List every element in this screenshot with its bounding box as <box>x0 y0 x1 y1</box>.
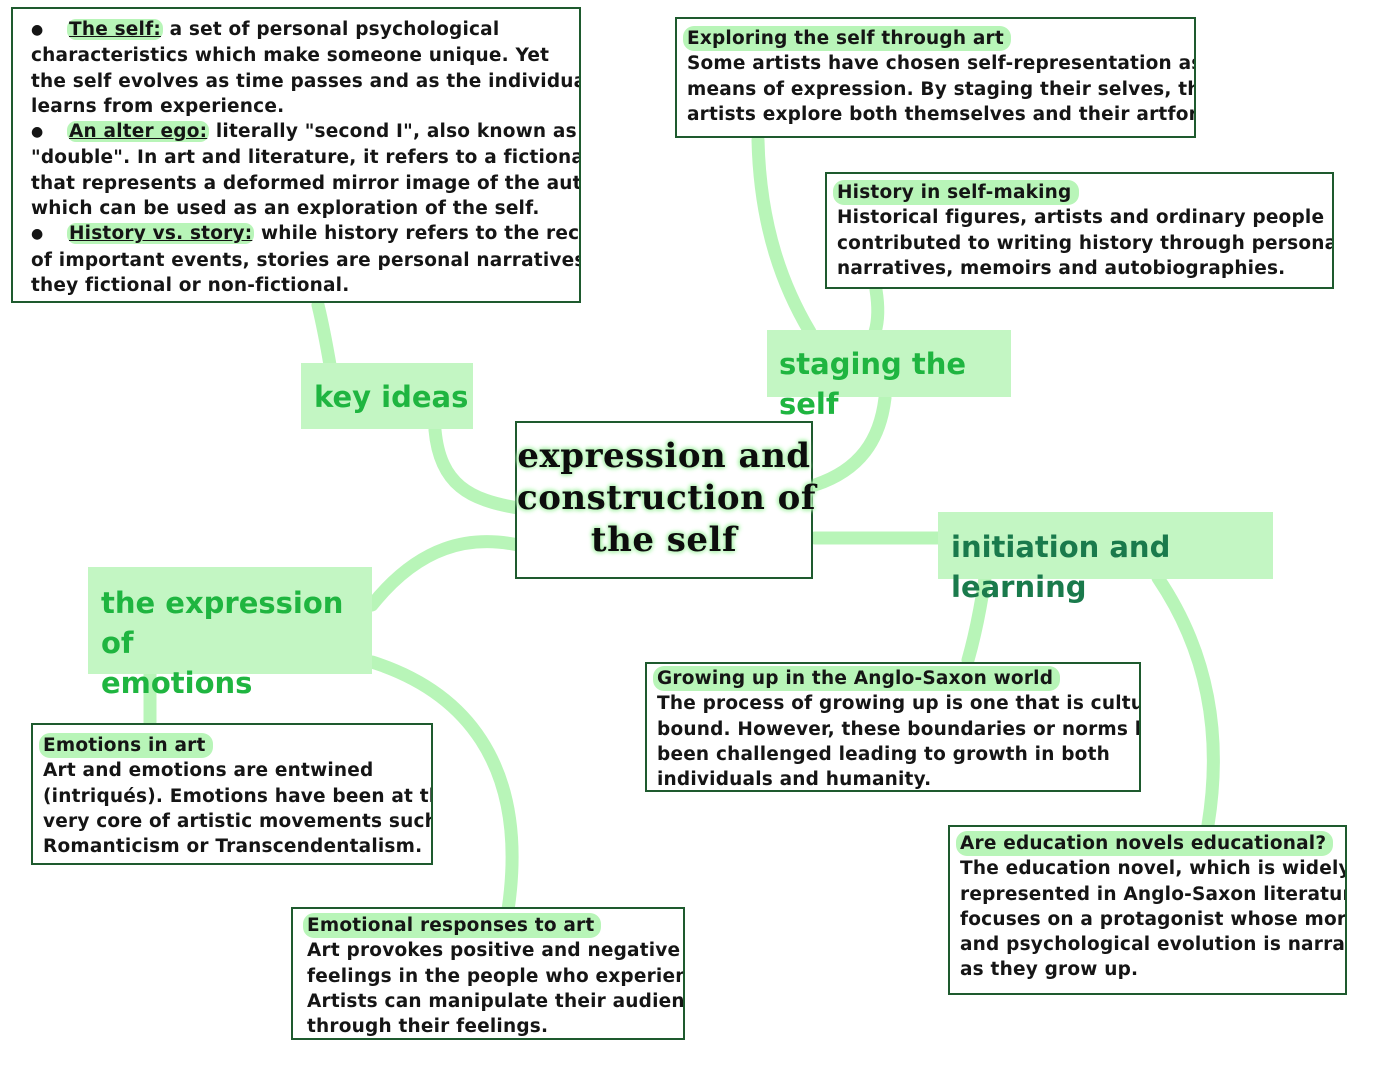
connector-emotions-to-responses <box>365 655 519 917</box>
key-idea-line: "double". In art and literature, it refe… <box>31 147 579 169</box>
term-history-vs-story: History vs. story: <box>67 223 255 245</box>
connector-initiation-to-education <box>1151 571 1220 832</box>
box-title: Are education novels educational? <box>956 831 1334 857</box>
term-alter-ego: An alter ego: <box>67 121 210 143</box>
box-line: bound. However, these boundaries or norm… <box>657 718 1141 740</box>
box-line: means of expression. By staging their se… <box>687 78 1196 100</box>
key-idea-history-first-line: ● History vs. story: while history refers… <box>31 221 579 247</box>
connector-center-to-keyideas <box>428 423 525 515</box>
branch-staging-the-self: staging the self <box>767 330 1011 421</box>
box-line: very core of artistic movements such as <box>43 810 433 832</box>
box-line: and psychological evolution is narrated <box>960 934 1347 956</box>
central-topic-line: construction of <box>517 478 816 518</box>
box-line: individuals and humanity. <box>657 769 932 791</box>
education-novels-box: Are education novels educational? The ed… <box>948 825 1347 995</box>
key-ideas-box: ● The self: a set of personal psychologic… <box>11 7 581 303</box>
central-topic-line: the self <box>590 520 738 560</box>
key-idea-alter-ego-first-line: ● An alter ego: literally "second I", als… <box>31 119 579 145</box>
exploring-self-box: Exploring the self through art Some arti… <box>675 17 1196 138</box>
connector-keyideas-to-box <box>311 298 337 372</box>
bullet-icon: ● <box>31 124 44 141</box>
growing-up-box: Growing up in the Anglo-Saxon world The … <box>645 662 1141 792</box>
box-line: The education novel, which is widely <box>960 858 1347 880</box>
key-idea-self-first-line: ● The self: a set of personal psychologic… <box>31 17 579 43</box>
box-line: Romanticism or Transcendentalism. <box>43 836 423 858</box>
branch-key-ideas: key ideas <box>301 363 473 429</box>
box-line: Historical figures, artists and ordinary… <box>837 207 1334 229</box>
connector-initiation-to-growing <box>961 571 992 667</box>
branch-initiation-and-learning: initiation and learning <box>938 512 1273 604</box>
box-line: artists explore both themselves and thei… <box>687 103 1196 125</box>
central-topic: expression and construction of the self <box>515 421 816 579</box>
box-line: through their feelings. <box>307 1016 549 1038</box>
box-line: as they grow up. <box>960 959 1139 981</box>
box-line: (intriqués). Emotions have been at the <box>43 785 433 807</box>
key-idea-line: which can be used as an exploration of t… <box>31 198 540 220</box>
box-line: feelings in the people who experience it… <box>307 965 683 987</box>
emotional-responses-box: Emotional responses to art Art provokes … <box>291 907 685 1040</box>
key-idea-line: they fictional or non-fictional. <box>31 274 350 296</box>
branch-label: staging the self <box>779 347 967 421</box>
key-idea-line: the self evolves as time passes and as t… <box>31 70 581 92</box>
box-line: Art provokes positive and negative <box>307 940 681 962</box>
key-idea-line: learns from experience. <box>31 95 285 117</box>
branch-label: key ideas <box>314 380 469 414</box>
connector-staging-to-center <box>808 391 892 492</box>
branch-expression-of-emotions: the expression of emotions <box>88 567 372 700</box>
bullet-icon: ● <box>31 226 44 243</box>
key-idea-text: a set of personal psychological <box>162 19 500 40</box>
box-line: Some artists have chosen self-representa… <box>687 53 1196 75</box>
connector-history-to-staging <box>868 283 885 339</box>
box-line: Art and emotions are entwined <box>43 760 374 782</box>
key-idea-line: that represents a deformed mirror image … <box>31 172 581 194</box>
box-title: Growing up in the Anglo-Saxon world <box>653 666 1061 692</box>
branch-label: initiation and learning <box>951 530 1171 604</box>
term-the-self: The self: <box>67 19 163 40</box>
box-line: narratives, memoirs and autobiographies. <box>837 257 1286 279</box>
box-title: Emotional responses to art <box>303 913 602 939</box>
box-title: Emotions in art <box>39 733 213 759</box>
central-topic-title: expression and construction of the self <box>517 435 816 561</box>
box-title: History in self-making <box>833 180 1079 206</box>
key-idea-line: characteristics which make someone uniqu… <box>31 45 550 67</box>
connector-exploring-to-staging <box>751 133 817 339</box>
branch-label: the expression of <box>101 586 344 660</box>
box-title: Exploring the self through art <box>683 26 1011 52</box>
central-topic-line: expression and <box>517 436 811 476</box>
emotions-in-art-box: Emotions in art Art and emotions are ent… <box>31 723 433 865</box>
connector-center-to-emotions <box>365 535 525 612</box>
key-idea-line: of important events, stories are persona… <box>31 249 581 271</box>
box-line: Artists can manipulate their audience, <box>307 990 685 1012</box>
bullet-icon: ● <box>31 22 44 38</box>
box-line: represented in Anglo-Saxon literature, <box>960 883 1347 905</box>
branch-label: emotions <box>101 666 253 700</box>
history-self-making-box: History in self-making Historical figure… <box>825 172 1334 289</box>
box-line: The process of growing up is one that is… <box>657 693 1141 715</box>
box-line: focuses on a protagonist whose moral <box>960 908 1347 930</box>
key-idea-text: while history refers to the record <box>254 223 581 245</box>
box-line: been challenged leading to growth in bot… <box>657 743 1110 765</box>
key-idea-text: literally "second I", also known as <box>209 121 577 143</box>
box-line: contributed to writing history through p… <box>837 232 1334 254</box>
